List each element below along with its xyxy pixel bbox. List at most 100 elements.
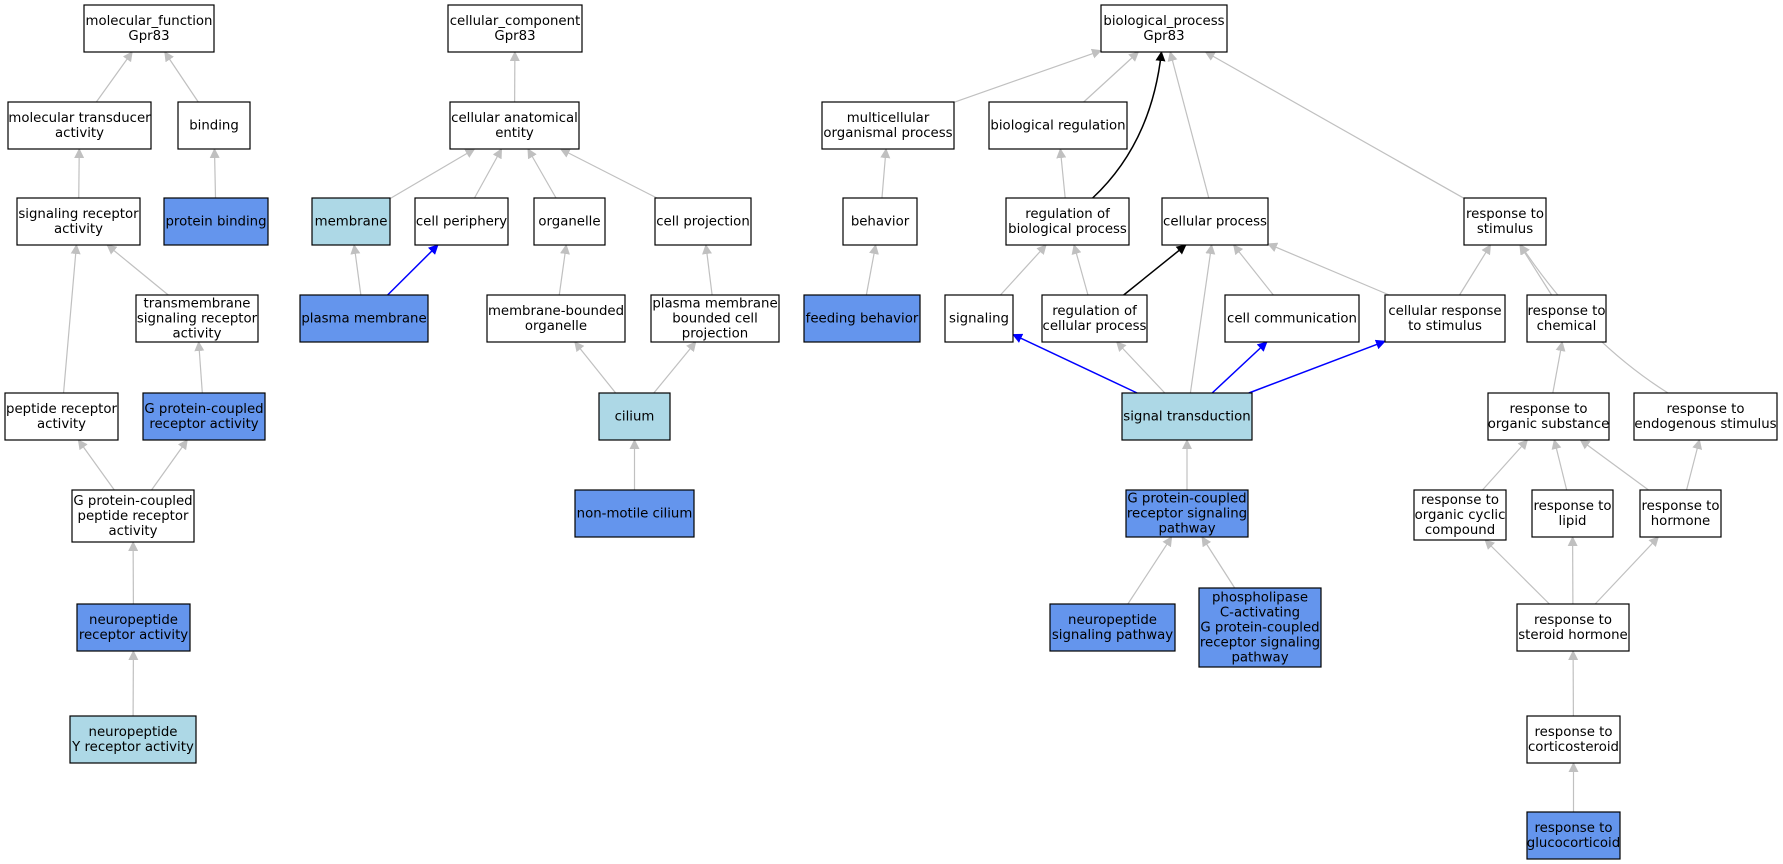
node-label: response to (1466, 207, 1544, 222)
node-label: organic substance (1488, 417, 1610, 432)
node-label: stimulus (1477, 222, 1533, 237)
node-signaling: signaling (944, 294, 1014, 343)
edge-rtc-to-rts (1519, 244, 1553, 296)
node-label: cellular response (1388, 304, 1501, 319)
node-label: receptor signaling (1127, 507, 1247, 522)
node-label: behavior (851, 215, 910, 230)
node-label: G protein-coupled (1127, 492, 1246, 507)
node-label: regulation of (1025, 207, 1110, 222)
node-label: multicellular (847, 111, 930, 126)
node-label: pathway (1158, 522, 1215, 537)
node-label: neuropeptide (89, 725, 178, 740)
edge-rts-to-bp (1204, 51, 1465, 199)
node-box (650, 294, 780, 343)
node-label: endogenous stimulus (1634, 417, 1776, 432)
node-label: organelle (538, 215, 600, 230)
node-box (803, 294, 921, 343)
node-st: signal transduction (1121, 392, 1253, 441)
node-box (4, 392, 119, 441)
edge-mop-to-bp (953, 48, 1102, 103)
node-box (71, 489, 195, 543)
edge-crts-to-rts (1459, 244, 1491, 296)
node-label: neuropeptide (1068, 613, 1157, 628)
node-label: phospholipase (1212, 591, 1308, 606)
node-feed: feeding behavior (803, 294, 921, 343)
node-label: regulation of (1052, 304, 1137, 319)
edge-feed-to-behavior (865, 244, 879, 296)
edge-crts-to-cproc (1267, 242, 1390, 296)
node-box (533, 197, 606, 246)
node-label: signaling receptor (18, 207, 139, 222)
node-label: receptor activity (149, 417, 258, 432)
node-label: protein binding (165, 215, 266, 230)
node-label: to stimulus (1408, 319, 1482, 334)
edge-rcp-to-rbp (1071, 244, 1089, 296)
node-label: Gpr83 (128, 29, 169, 44)
node-label: neuropeptide (89, 613, 178, 628)
node-label: response to (1534, 613, 1612, 628)
node-label: receptor signaling (1200, 636, 1320, 651)
node-box (1100, 4, 1228, 53)
node-box (311, 197, 391, 246)
edge-rbp-to-breg (1056, 148, 1067, 199)
node-box (142, 392, 266, 441)
node-label: activity (172, 327, 221, 342)
node-label: activity (54, 222, 103, 237)
node-box (1526, 294, 1607, 343)
node-label: response to (1534, 499, 1612, 514)
node-label: binding (189, 119, 239, 134)
edge-gpcpra-to-gpcra (151, 439, 188, 491)
node-box (449, 101, 580, 150)
edge-rbp-to-bp (1092, 51, 1166, 199)
node-label: signaling (949, 312, 1009, 327)
node-label: response to (1421, 493, 1499, 508)
node-cilium: cilium (598, 392, 671, 441)
node-label: Gpr83 (1143, 29, 1184, 44)
node-label: signaling pathway (1052, 628, 1173, 643)
edge-npsp-to-gpcrsp (1127, 536, 1173, 605)
node-box (1531, 489, 1614, 538)
node-box (1516, 603, 1630, 652)
node-box (1121, 392, 1253, 441)
node-label: C-activating (1220, 606, 1300, 621)
edge-rtl-to-rtos (1551, 439, 1568, 491)
edge-gpcra-to-tsra (194, 341, 205, 394)
node-label: molecular_function (86, 14, 213, 29)
edge-mbo-to-organelle (558, 244, 570, 296)
node-nmc: non-motile cilium (574, 489, 695, 538)
node-box (7, 101, 152, 150)
node-label: hormone (1651, 514, 1711, 529)
node-box (1463, 197, 1547, 246)
edge-pmbcp-to-cproj (702, 244, 713, 296)
edge-breg-to-bp (1083, 51, 1140, 103)
node-box (944, 294, 1014, 343)
node-box (1125, 489, 1249, 538)
node-label: biological_process (1103, 14, 1224, 29)
node-label: G protein-coupled (73, 494, 192, 509)
edge-gpcpra-to-pra (77, 439, 115, 491)
node-box (135, 294, 259, 343)
node-label: signal transduction (1123, 410, 1250, 425)
node-label: cellular anatomical (451, 111, 578, 126)
node-box (1413, 489, 1507, 541)
node-label: organismal process (823, 126, 952, 141)
node-box (16, 197, 141, 246)
node-label: receptor activity (79, 628, 188, 643)
edge-pmem-to-cperiph (387, 244, 439, 296)
node-box (842, 197, 918, 246)
